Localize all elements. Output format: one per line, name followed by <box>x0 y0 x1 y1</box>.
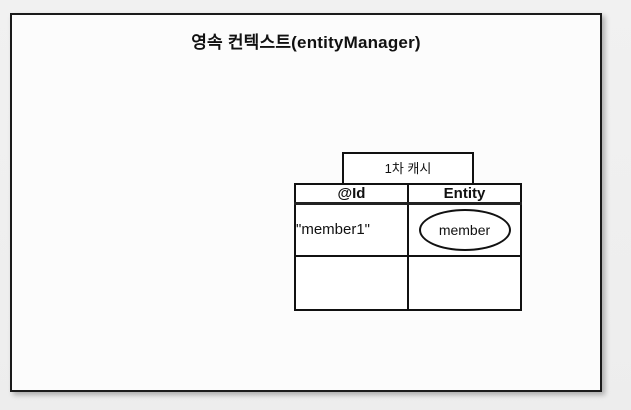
column-header-entity: Entity <box>407 183 522 205</box>
cache-table-container: @Id Entity "member1" member <box>294 183 522 311</box>
first-level-cache-box: 1차 캐시 <box>342 152 474 185</box>
column-header-id: @Id <box>294 183 409 205</box>
table-row <box>294 254 522 311</box>
cache-table: @Id Entity "member1" member <box>294 183 522 311</box>
id-cell-empty <box>294 254 409 311</box>
member-entity-label: member <box>438 221 491 238</box>
persistence-context-title: 영속 컨텍스트(entityManager) <box>191 33 421 52</box>
member-entity-oval: member <box>418 208 511 251</box>
cache-table-header-row: @Id Entity <box>294 183 522 205</box>
id-cell-member1: "member1" <box>294 202 409 257</box>
entity-cell-member: member <box>407 202 522 257</box>
first-level-cache-label: 1차 캐시 <box>384 161 432 176</box>
entity-cell-empty <box>407 254 522 311</box>
table-row: "member1" member <box>294 202 522 257</box>
